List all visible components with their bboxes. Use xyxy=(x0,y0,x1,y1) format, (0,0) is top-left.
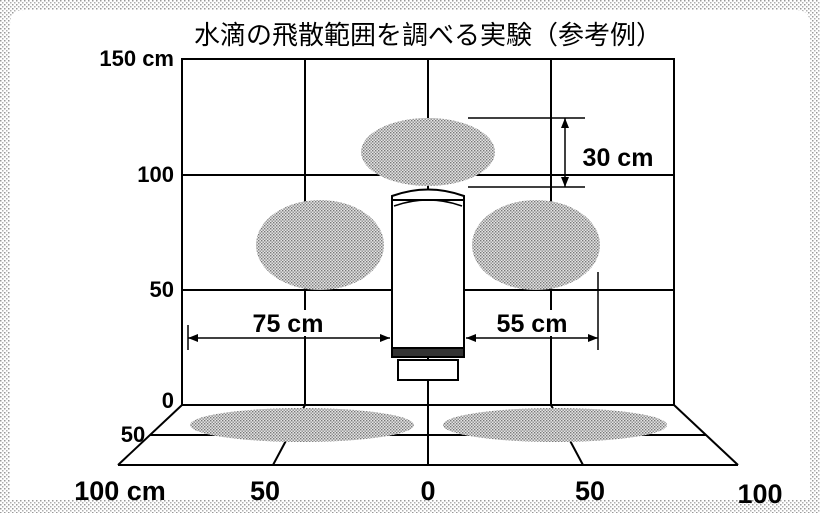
splash-left xyxy=(256,200,384,290)
splash-floor-left xyxy=(190,408,414,442)
dimension-right xyxy=(466,272,599,350)
splash-areas xyxy=(190,118,667,442)
dimension-left xyxy=(187,325,390,350)
splash-right xyxy=(472,200,600,290)
label-right-width: 55 cm xyxy=(497,310,568,338)
label-left-width: 75 cm xyxy=(253,310,324,338)
y-tick-0: 0 xyxy=(162,388,174,413)
diagram-title: 水滴の飛散範囲を調べる実験（参考例） xyxy=(194,21,662,51)
device-band xyxy=(391,347,465,358)
y-tick-100: 100 xyxy=(137,162,174,187)
device xyxy=(391,188,465,405)
x-tick-left-50: 50 xyxy=(250,476,280,506)
dimension-height xyxy=(468,117,585,188)
x-tick-left-100: 100 cm xyxy=(74,476,166,506)
y-tick-50: 50 xyxy=(150,277,174,302)
device-base xyxy=(397,359,459,381)
splash-top xyxy=(361,118,495,186)
y-tick-150: 150 cm xyxy=(99,46,174,71)
x-tick-right-50: 50 xyxy=(575,476,605,506)
device-top xyxy=(391,188,465,201)
device-body xyxy=(391,199,465,349)
label-top-height: 30 cm xyxy=(583,144,654,172)
x-tick-right-100: 100 xyxy=(737,479,782,509)
depth-tick-50: 50 xyxy=(121,422,145,447)
splash-floor-right xyxy=(443,408,667,442)
x-tick-0: 0 xyxy=(420,476,435,506)
